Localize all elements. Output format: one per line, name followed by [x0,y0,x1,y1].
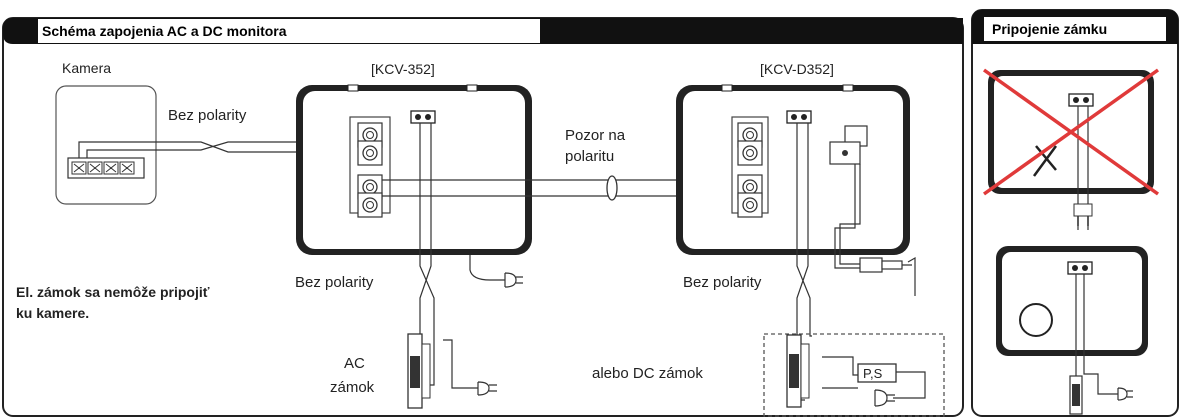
camera-terminal-block [67,157,145,179]
side-title: Pripojenie zámku [992,21,1107,37]
lock-note-line2: ku kamere. [16,305,89,321]
dc-lock-plug [874,389,895,407]
dc-lock-label: alebo DC zámok [592,365,703,382]
monitor-left-label: [KCV-352] [371,61,435,77]
monitor-kcv352 [296,84,532,255]
right-monitor-dc-cable [834,164,916,296]
no-polarity-left-label: Bez polarity [295,274,374,291]
camera-label: Kamera [62,60,111,76]
no-polarity-right-label: Bez polarity [683,274,762,291]
wrong-cross-icon [982,68,1160,196]
main-panel: Schéma zapojenia AC a DC monitora Kamera… [2,17,964,417]
power-supply-box [857,363,897,383]
ac-lock-plug [477,381,497,396]
correct-connection-example [996,246,1148,415]
polarity-marker [606,175,618,201]
camera-box [55,85,157,205]
ac-lock-label-line1: AC [344,355,365,372]
ac-lock-label-line2: zámok [330,379,375,396]
camera-wires [78,141,362,158]
dc-lock [786,334,810,408]
polarity-warning-line1: Pozor na [565,127,626,144]
ac-lock [407,333,431,409]
polarity-warning-line2: polaritu [565,148,614,165]
side-title-box [984,17,1166,41]
monitor-right-label: [KCV-D352] [760,61,834,77]
side-panel: Pripojenie zámku [971,9,1179,417]
monitor-kcv-d352 [676,84,910,255]
no-polarity-camera-label: Bez polarity [168,107,247,124]
power-supply-label: P,S [863,366,883,381]
wrong-connection-example [982,68,1160,230]
dc-lock-area [763,333,945,417]
main-title: Schéma zapojenia AC a DC monitora [42,23,287,39]
lock-note-line1: El. zámok sa nemôže pripojiť [16,284,210,300]
title-box [38,19,540,43]
left-monitor-power-cord [469,255,523,288]
